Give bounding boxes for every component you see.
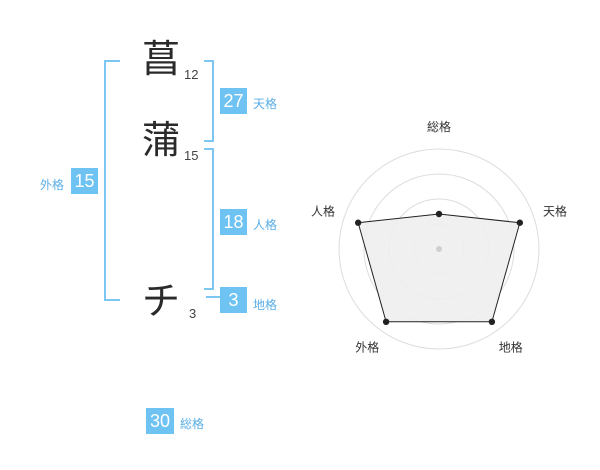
radar-axis-label: 地格 — [499, 340, 523, 355]
radar-points — [354, 210, 524, 326]
jinkaku-label: 人格 — [253, 218, 278, 232]
soukaku-badge: 30 — [146, 408, 174, 434]
soukaku-label: 総格 — [180, 417, 205, 431]
radar-axis-label: 総格 — [427, 119, 451, 134]
tenkaku-label: 天格 — [253, 97, 278, 111]
name-char-2: 蒲 — [142, 118, 181, 162]
radar-point — [354, 219, 362, 226]
stroke-count-1: 12 — [184, 67, 199, 82]
gaikaku-badge: 15 — [71, 168, 98, 194]
chikaku-connector — [206, 296, 220, 298]
gaikaku-bracket — [104, 60, 120, 301]
radar-center-dot — [436, 246, 442, 252]
tenkaku-bracket — [204, 60, 214, 142]
radar-point — [516, 219, 524, 226]
gaikaku-label: 外格 — [40, 178, 65, 192]
radar-axis-label: 天格 — [543, 203, 567, 218]
radar-axis-label: 人格 — [311, 203, 335, 218]
chikaku-label: 地格 — [253, 298, 278, 312]
radar-ring — [338, 148, 540, 350]
name-char-1: 菖 — [142, 37, 181, 81]
stroke-count-2: 15 — [184, 148, 199, 163]
tenkaku-badge: 27 — [220, 88, 247, 114]
chikaku-badge: 3 — [220, 287, 247, 313]
radar-point — [382, 318, 390, 326]
jinkaku-badge: 18 — [220, 209, 247, 235]
radar-axis-label: 外格 — [355, 340, 379, 355]
name-char-3: チ — [142, 279, 181, 323]
radar-point — [435, 210, 443, 218]
radar-point — [488, 318, 496, 326]
radar-ring — [363, 173, 515, 325]
jinkaku-bracket — [204, 148, 214, 290]
radar-area — [357, 213, 521, 323]
stroke-count-3: 3 — [189, 306, 197, 321]
